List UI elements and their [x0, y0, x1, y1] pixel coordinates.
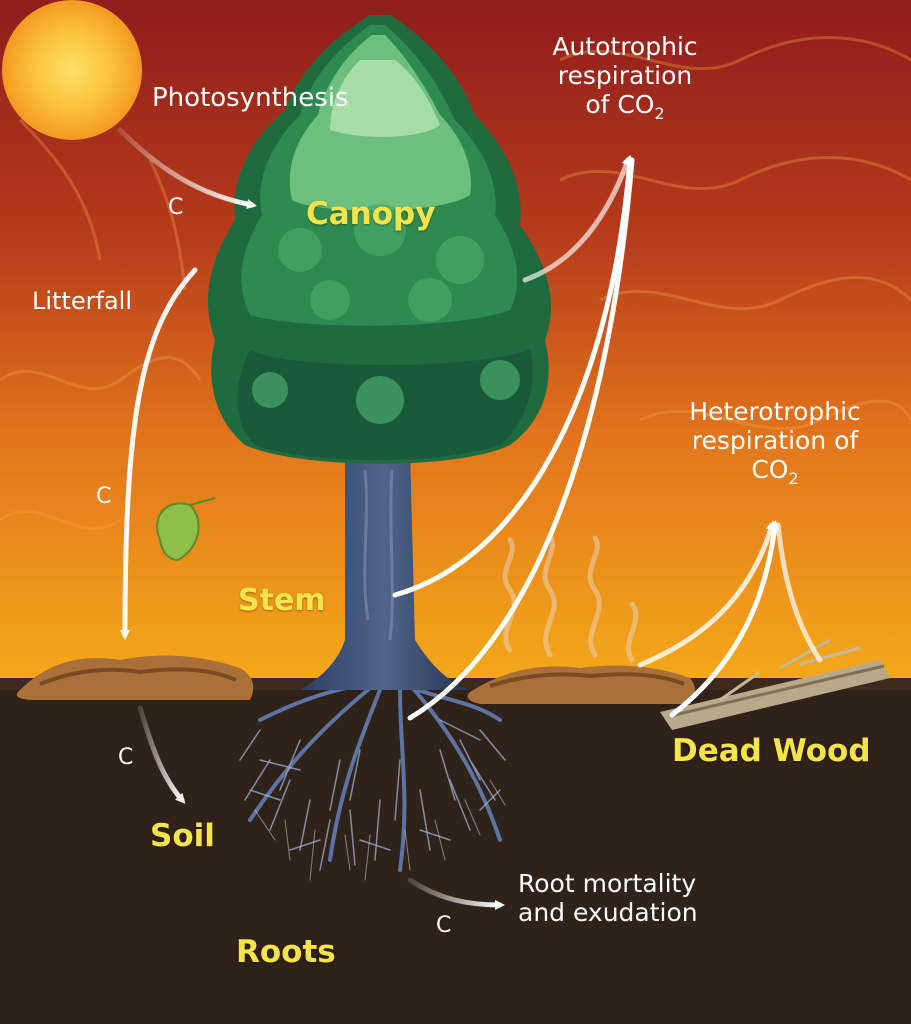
litterfall-arrow	[120, 267, 198, 640]
tree-stem	[300, 450, 470, 690]
root-mortality-line2: and exudation	[518, 897, 698, 927]
roots-label: Roots	[236, 934, 336, 970]
flow-arrows	[117, 127, 823, 910]
photosynthesis-label: Photosynthesis	[152, 83, 349, 113]
heterotrophic-line3: CO	[751, 454, 789, 484]
canopy-label: Canopy	[306, 196, 436, 232]
autotrophic-line3: of CO	[585, 89, 655, 119]
root-mortality-label: Root mortality and exudation	[518, 869, 698, 928]
heterotrophic-arrow-wood	[669, 520, 780, 718]
autotrophic-arrow-roots	[407, 157, 635, 721]
heterotrophic-line1: Heterotrophic	[689, 397, 861, 426]
tree-canopy	[207, 15, 551, 464]
stem-label: Stem	[238, 583, 326, 618]
litterfall-label: Litterfall	[32, 287, 132, 315]
sun-icon	[2, 0, 142, 140]
autotrophic-arrow-canopy	[522, 155, 632, 283]
soil-label: Soil	[150, 818, 215, 854]
heterotrophic-arrow-log	[775, 522, 823, 663]
dead-log	[660, 638, 890, 730]
heterotrophic-line2: respiration of	[691, 425, 859, 455]
soil-ground	[0, 678, 911, 1024]
root-mortality-line1: Root mortality	[518, 869, 697, 898]
root-system	[239, 678, 506, 881]
soil-arrow	[137, 705, 186, 804]
carbon-mark-soil: C	[118, 745, 134, 770]
litter-pile	[16, 655, 695, 704]
root-mortality-arrow	[407, 877, 505, 910]
steam-wisps	[502, 532, 639, 663]
autotrophic-arrow-stem	[392, 155, 635, 598]
carbon-mark-roots: C	[436, 913, 452, 938]
heat-wave-lines	[0, 36, 911, 531]
autotrophic-line1: Autotrophic	[552, 32, 698, 61]
carbon-mark-photosynthesis: C	[168, 195, 184, 220]
leaf-icon	[156, 497, 216, 562]
autotrophic-line2: respiration	[557, 60, 693, 90]
dead-wood-label: Dead Wood	[672, 733, 871, 769]
heterotrophic-arrow-litter	[637, 520, 776, 668]
photosynthesis-arrow	[117, 127, 257, 209]
autotrophic-subscript: 2	[654, 103, 665, 123]
heterotrophic-subscript: 2	[788, 468, 799, 488]
autotrophic-label: Autotrophic respiration of CO2	[520, 32, 730, 123]
carbon-mark-litterfall: C	[96, 484, 112, 509]
heterotrophic-label: Heterotrophic respiration of CO2	[660, 397, 890, 488]
